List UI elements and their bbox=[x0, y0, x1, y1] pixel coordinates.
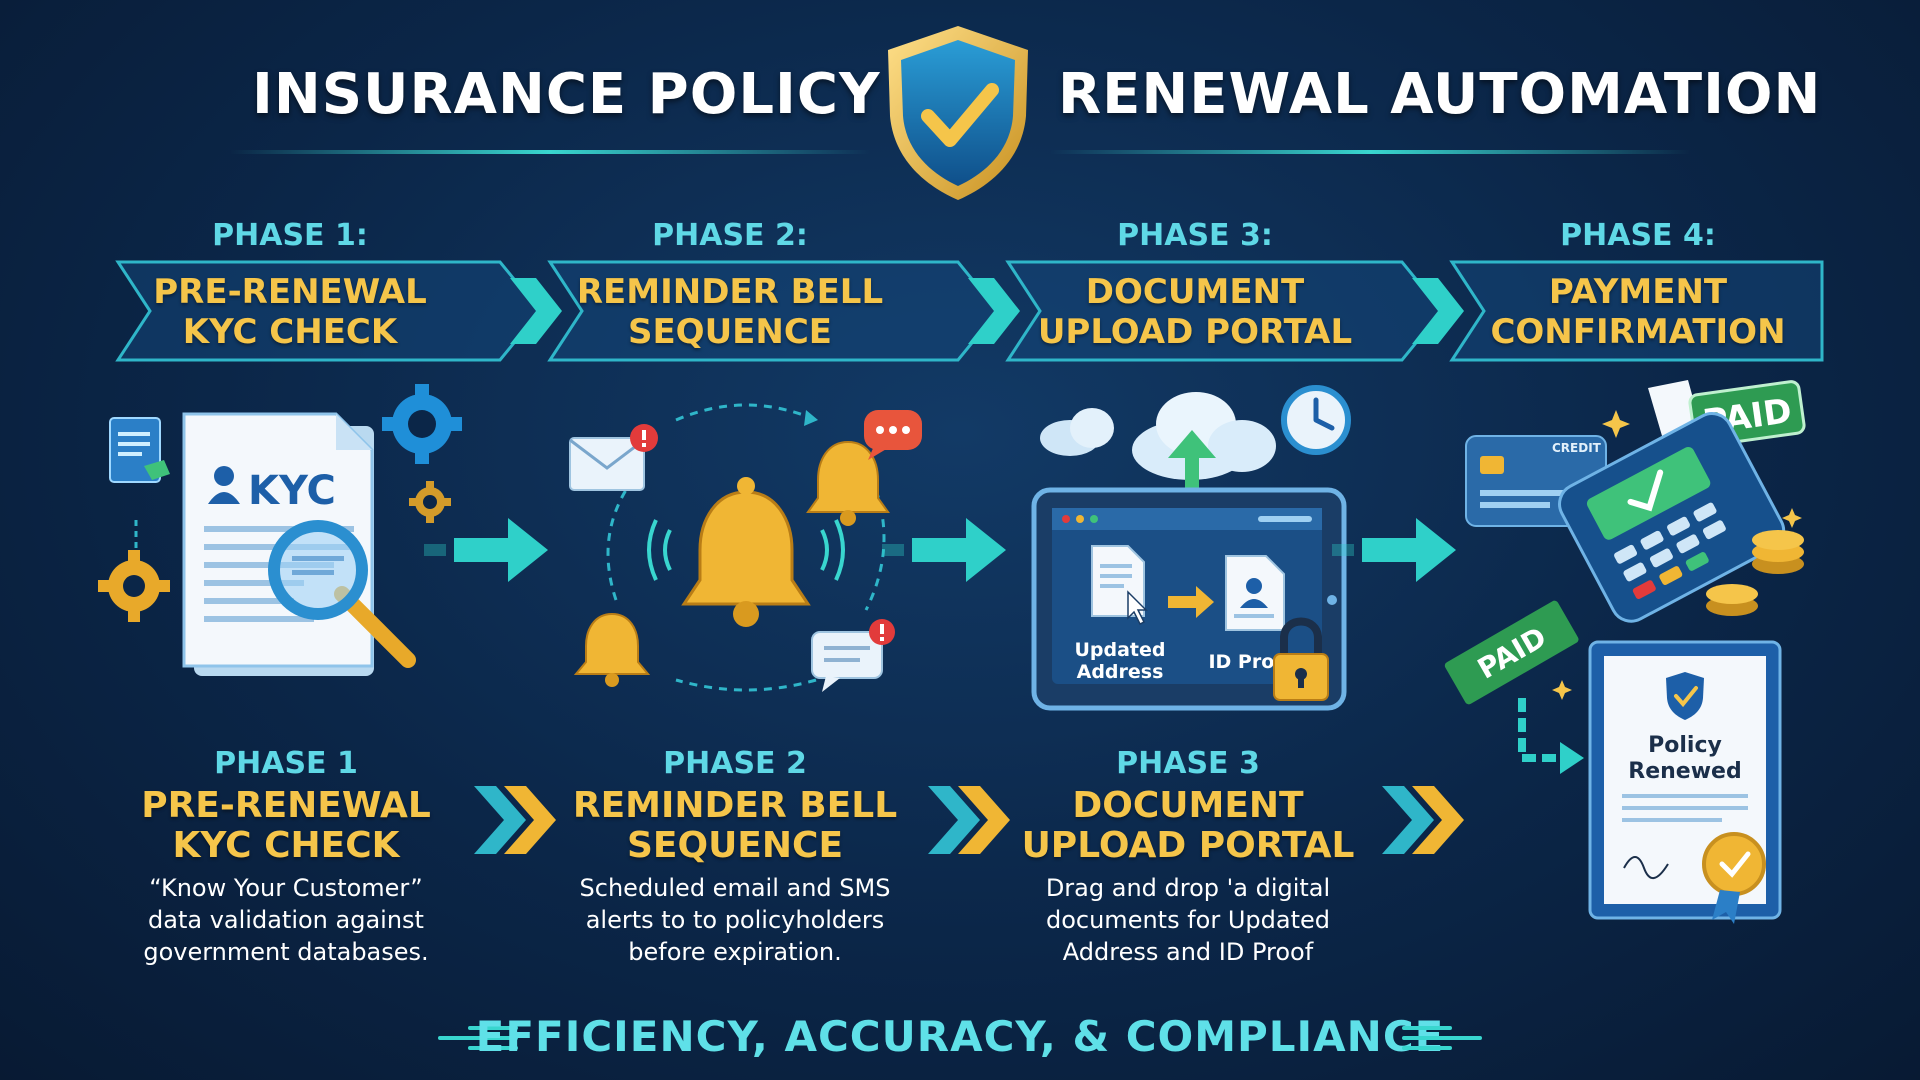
cloud-icon bbox=[1040, 392, 1276, 480]
phase-2-label: PHASE 2 bbox=[663, 746, 807, 781]
footer-decor-right bbox=[1402, 1026, 1482, 1050]
coins-icon bbox=[1706, 530, 1804, 616]
gear-icon bbox=[382, 384, 462, 464]
upload-portal-illustration: Updated Address ID Proof bbox=[1031, 385, 1351, 711]
bottom-chevrons bbox=[474, 786, 1464, 854]
arrow-right-icon bbox=[1168, 586, 1214, 618]
phase-3-label: PHASE 3 bbox=[1116, 746, 1260, 781]
chat-bubble-icon bbox=[811, 619, 895, 692]
small-bell-icon-bottom bbox=[573, 612, 651, 687]
shield-check-icon bbox=[878, 20, 1038, 206]
small-bell-icon bbox=[806, 440, 890, 526]
small-document-icon bbox=[109, 417, 170, 483]
svg-text:Policy: Policy bbox=[1648, 733, 1722, 758]
document-updated-address-icon: Updated Address bbox=[1074, 545, 1166, 683]
kyc-illustration: KYC bbox=[98, 384, 462, 676]
title-right: RENEWAL AUTOMATION bbox=[1058, 62, 1822, 127]
title-left: INSURANCE POLICY bbox=[252, 62, 881, 127]
email-icon bbox=[569, 424, 658, 491]
payment-terminal-icon bbox=[1558, 412, 1786, 623]
title-underline-right bbox=[1050, 150, 1690, 154]
svg-text:Updated: Updated bbox=[1074, 639, 1165, 661]
footer-decor-left bbox=[438, 1026, 518, 1050]
phase-1-banner-label: PHASE 1: bbox=[212, 218, 368, 253]
policy-certificate-icon: Policy Renewed bbox=[1588, 640, 1782, 924]
magnifier-icon bbox=[268, 520, 416, 668]
footer-tagline: EFFICIENCY, ACCURACY, & COMPLIANCE bbox=[475, 1012, 1445, 1061]
sparkle-icons bbox=[1552, 410, 1802, 700]
svg-text:Address: Address bbox=[1077, 661, 1164, 683]
phase-1-label: PHASE 1 bbox=[214, 746, 358, 781]
gold-gear-icon bbox=[98, 550, 170, 622]
title-underline-left bbox=[230, 150, 870, 154]
bell-icon bbox=[647, 477, 845, 627]
phase-2-banner-label: PHASE 2: bbox=[652, 218, 808, 253]
svg-text:Renewed: Renewed bbox=[1628, 759, 1741, 784]
phase-3-banner-label: PHASE 3: bbox=[1117, 218, 1273, 253]
flow-arrows bbox=[424, 518, 1456, 582]
clock-icon bbox=[1281, 385, 1351, 455]
sms-bubble-icon bbox=[864, 410, 922, 460]
phase-banner-arrows bbox=[115, 260, 1824, 362]
small-gear-icon bbox=[409, 481, 451, 523]
phase-1-description: “Know Your Customer”data validation agai… bbox=[143, 874, 429, 966]
svg-text:CREDIT: CREDIT bbox=[1552, 441, 1602, 455]
payment-illustration: CREDIT PAID PAID Po bbox=[1444, 380, 1806, 924]
svg-text:KYC: KYC bbox=[248, 468, 336, 514]
phase-4-banner-label: PHASE 4: bbox=[1560, 218, 1716, 253]
padlock-icon bbox=[1273, 617, 1329, 701]
reminder-bell-illustration bbox=[569, 403, 922, 692]
